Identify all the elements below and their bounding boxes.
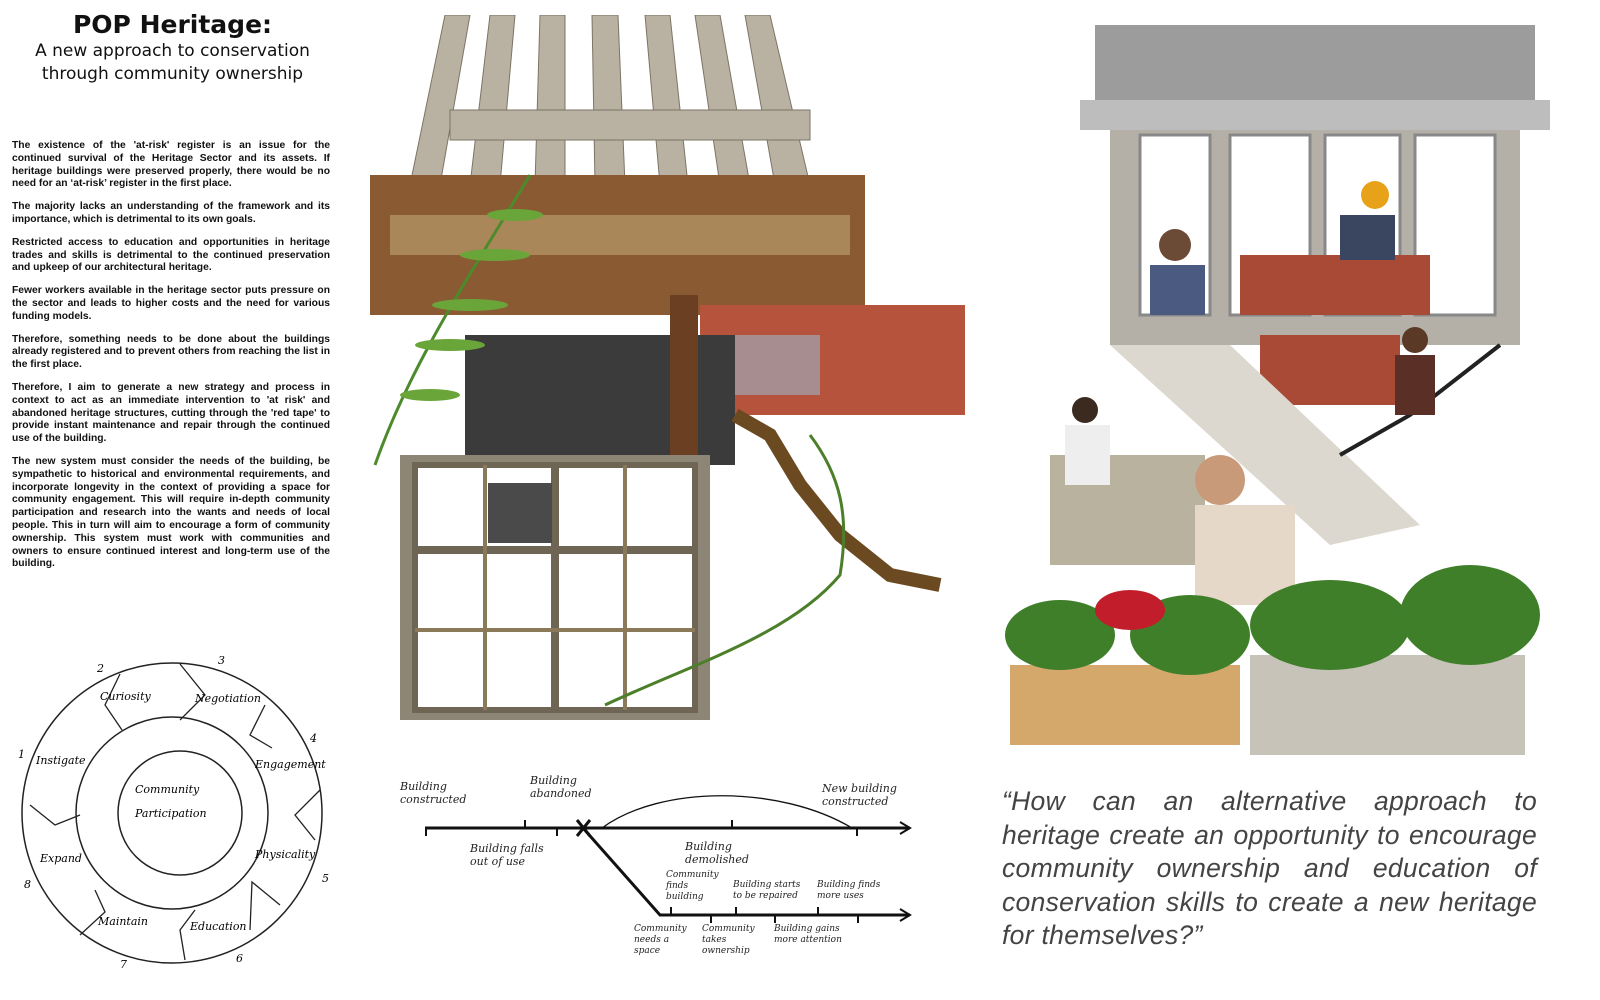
stair-stringer-image [1110,345,1420,545]
timeline-labels: Building constructed Building abandoned … [390,770,920,970]
old-window-image [400,455,710,720]
poinsettia-image [1095,590,1165,630]
subtitle-line: through community ownership [41,64,304,84]
ornate-cornice-image [1080,25,1550,130]
community-collage [1005,25,1550,755]
label-community-finds: Community finds building [666,870,719,902]
research-question-quote: “How can an alternative approach to heri… [1002,786,1537,950]
step-num: 7 [120,958,127,971]
paragraph: The majority lacks an understanding of t… [12,201,330,225]
label-community-needs-space: Community needs a space [634,924,687,956]
segment-arrows [29,663,321,961]
label-starts-repaired: Building starts to be repaired [733,880,801,901]
grey-planter-image [1250,655,1525,755]
label-demolished: Building demolished [685,840,749,867]
inner-ring [117,750,243,876]
brick-image [1260,335,1400,405]
step-label: Physicality [254,848,316,861]
step-num: 1 [18,748,25,761]
ivy-image [604,434,846,707]
step-num: 6 [236,952,243,965]
paragraph: Restricted access to education and oppor… [12,236,330,274]
paragraph: Therefore, I aim to generate a new strat… [12,381,330,445]
label-building-constructed: Building constructed [400,780,467,807]
stone-window-image [1110,130,1520,345]
label-community-takes: Community takes ownership [702,924,755,956]
material-collage [370,14,970,755]
outer-ring [21,662,323,964]
timeline-alternative [581,827,910,917]
step-num: 8 [24,878,31,891]
paragraph: Therefore, something needs to be done ab… [12,333,330,371]
step-label: Negotiation [194,692,261,705]
step-num: 5 [322,872,329,885]
step-label: Education [189,920,247,933]
paragraph: The new system must consider the needs o… [12,455,330,570]
cycle-diagram: Community Participation 1 Instigate 2 Cu… [18,654,329,971]
label-abandoned: Building abandoned [530,774,592,801]
middle-ring [75,716,269,910]
paragraph: The existence of the 'at-risk' register … [12,140,330,190]
fern-leaves [400,209,543,401]
step-label: Curiosity [100,690,151,703]
center-label: Participation [134,807,207,820]
label-gains-attention: Building gains more attention [774,924,842,945]
step-label: Instigate [35,754,86,767]
staircase-image [731,408,942,592]
step-label: Expand [39,852,82,865]
timber-slats-image [409,14,811,186]
step-num: 4 [309,732,317,745]
subtitle-line: A new approach to conservation [35,41,310,61]
collage-image [370,14,965,720]
center-label: Community [135,783,200,796]
step-num: 2 [96,662,104,675]
body-text: The existence of the 'at-risk' register … [12,140,330,581]
wooden-planter-image [1010,665,1240,745]
demolish-arc [601,795,853,829]
step-label: Maintain [97,915,148,928]
paragraph: Fewer workers available in the heritage … [12,285,330,322]
label-finds-uses: Building finds more uses [817,880,881,901]
step-label: Engagement [254,758,326,771]
label-new-building: New building constructed [822,782,897,809]
rusty-pipe-image [670,295,698,465]
poster-subtitle: A new approach to conservation through c… [0,40,345,86]
label-falls-out-of-use: Building falls out of use [470,842,544,869]
timeline-diagram [425,795,912,923]
step-num: 3 [218,654,225,667]
poster-title: POP Heritage: [72,10,273,39]
